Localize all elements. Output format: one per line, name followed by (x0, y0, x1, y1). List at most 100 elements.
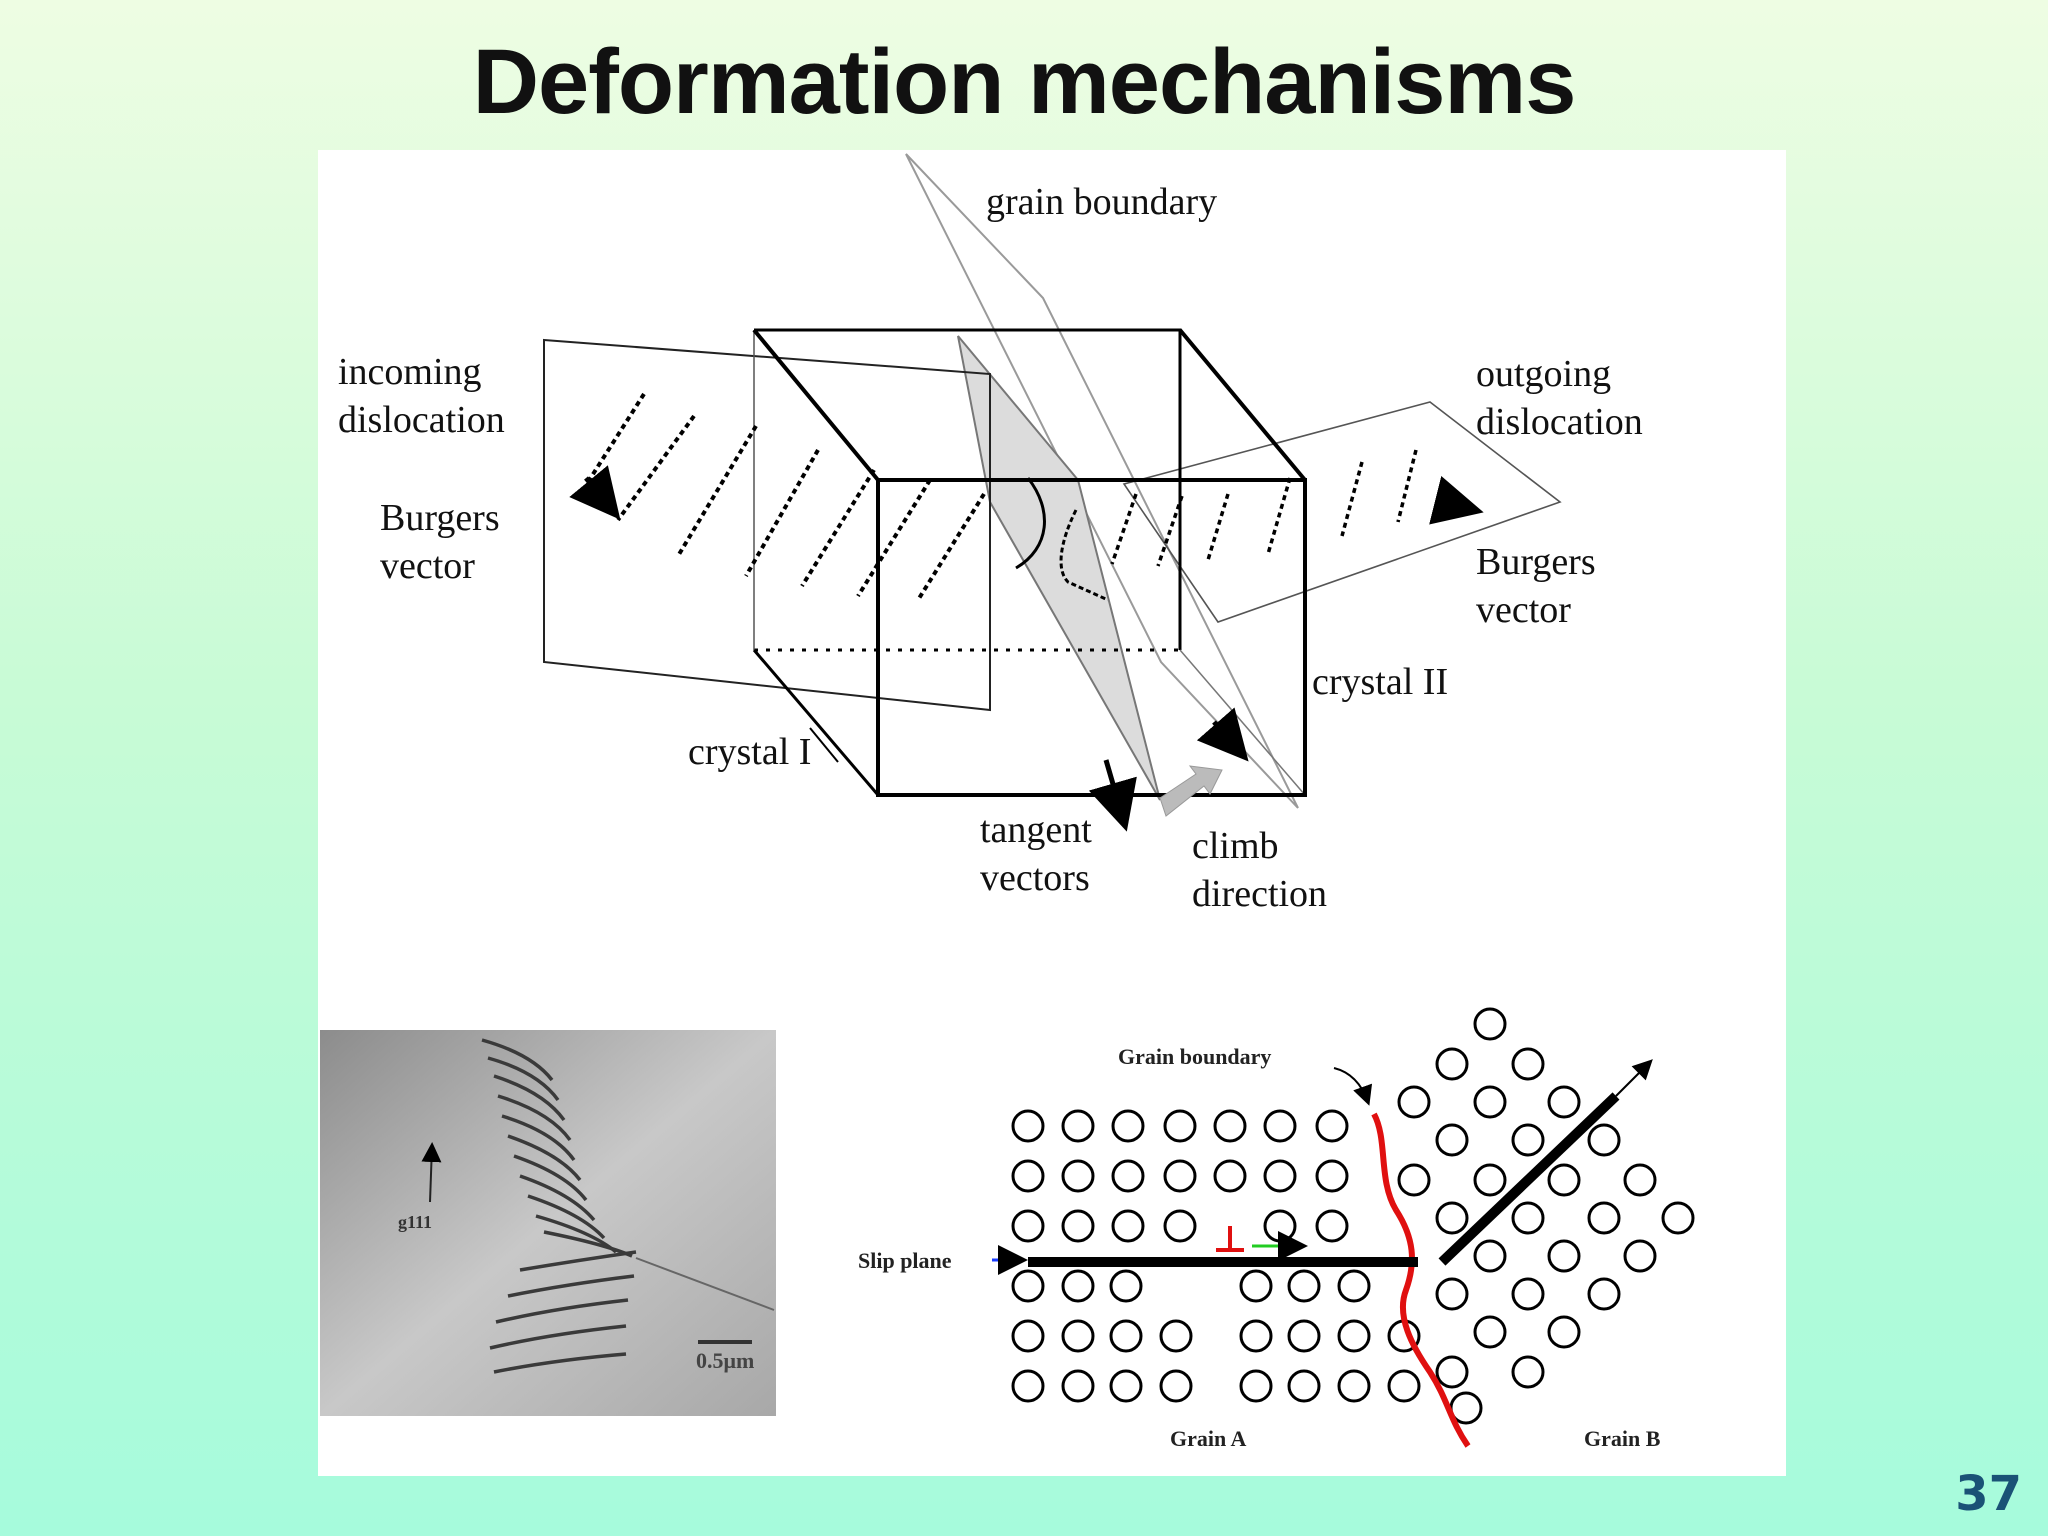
atom-circle (1397, 1085, 1431, 1119)
atom-circle (1111, 1209, 1145, 1243)
cube-edge-top-left (752, 328, 880, 482)
outgoing-slip-plane (1122, 401, 1562, 623)
tem-micrograph: g111 0.5μm (320, 1030, 776, 1416)
label-incoming: incoming (338, 351, 482, 393)
atom-circle (1011, 1109, 1045, 1143)
atom-circle (1473, 1315, 1507, 1349)
atom-circle (1473, 1239, 1507, 1273)
atom-circle (1239, 1369, 1273, 1403)
bicrystal-diagram: grain boundary incoming dislocation Burg… (338, 153, 1643, 915)
atom-circle (1435, 1277, 1469, 1311)
tangent-vector-arrow-1 (1088, 759, 1137, 832)
page-number: 37 (1955, 1466, 2022, 1522)
figure-panel: grain boundary incoming dislocation Burg… (318, 150, 1786, 1476)
cube-edge-top-right (1178, 328, 1307, 482)
atom-circle (1587, 1123, 1621, 1157)
atom-circle (1159, 1319, 1193, 1353)
atom-circle (1263, 1159, 1297, 1193)
atom-circle (1111, 1159, 1145, 1193)
atom-circle (1163, 1159, 1197, 1193)
atom-circle (1109, 1369, 1143, 1403)
figure-canvas: grain boundary incoming dislocation Burg… (320, 153, 1695, 1451)
atom-circle (1473, 1085, 1507, 1119)
atom-circle (1061, 1109, 1095, 1143)
atom-circle (1239, 1269, 1273, 1303)
atom-circle (1435, 1201, 1469, 1235)
crystal-1-leader (809, 727, 839, 763)
atom-circle (1109, 1269, 1143, 1303)
atom-circle (1511, 1123, 1545, 1157)
atom-circle (1061, 1159, 1095, 1193)
label-tangent: tangent (980, 809, 1092, 851)
atom-circle (1163, 1109, 1197, 1143)
atom-circle (1109, 1319, 1143, 1353)
tangent-vector-arrow-2 (1196, 707, 1249, 762)
outgoing-slip-line (1438, 1092, 1620, 1266)
outgoing-slip-arrow (1615, 1059, 1653, 1097)
atom-circle (1011, 1319, 1045, 1353)
atom-circle (1061, 1269, 1095, 1303)
dislocation-curve-2 (1059, 509, 1109, 602)
atom-circle (1397, 1163, 1431, 1197)
atom-circle (1587, 1201, 1621, 1235)
micrograph-g-arrow (421, 1142, 442, 1203)
atom-circle (1163, 1209, 1197, 1243)
atom-circle (1263, 1209, 1297, 1243)
atom-circle (1547, 1085, 1581, 1119)
incoming-slip-plane (543, 338, 991, 712)
atom-circle (1435, 1047, 1469, 1081)
label-burgers-left-vector: vector (380, 545, 475, 587)
label-grain-boundary-schematic: Grain boundary (1118, 1044, 1271, 1069)
atom-circle (1315, 1109, 1349, 1143)
atom-circle (1511, 1355, 1545, 1389)
label-incoming-dislocation: dislocation (338, 399, 505, 441)
atom-circle (1061, 1319, 1095, 1353)
label-outgoing-dislocation: dislocation (1476, 401, 1643, 443)
label-grain-boundary: grain boundary (986, 181, 1217, 223)
atom-circle (1011, 1209, 1045, 1243)
atom-circle (1061, 1209, 1095, 1243)
atom-circle (1547, 1315, 1581, 1349)
label-climb-direction: direction (1192, 873, 1327, 915)
atom-circle (1263, 1109, 1297, 1143)
grain-b-atoms (1397, 1007, 1695, 1425)
incoming-dislocation-lines (586, 392, 986, 602)
atom-circle (1337, 1269, 1371, 1303)
atom-circle (1511, 1047, 1545, 1081)
atom-circle (1435, 1355, 1469, 1389)
micrograph-fringes (481, 1038, 637, 1374)
atom-circle (1473, 1007, 1507, 1041)
atom-circle (1315, 1209, 1349, 1243)
grain-boundary-shaded-region (957, 335, 1161, 801)
atom-circle (1473, 1163, 1507, 1197)
atom-circle (1287, 1269, 1321, 1303)
atom-circle (1159, 1369, 1193, 1403)
dislocation-curve-1 (1015, 477, 1046, 570)
label-burgers-right: Burgers (1476, 541, 1596, 583)
label-burgers-left: Burgers (380, 497, 500, 539)
label-slip-plane: Slip plane (858, 1248, 952, 1273)
atom-circle (1547, 1163, 1581, 1197)
label-grain-b: Grain B (1584, 1426, 1661, 1451)
atom-circle (1011, 1159, 1045, 1193)
atom-circle (1239, 1319, 1273, 1353)
atom-circle (1011, 1269, 1045, 1303)
atom-circle (1547, 1239, 1581, 1273)
slip-transfer-schematic: Grain boundary Slip plane Grain A Grain … (858, 1007, 1695, 1451)
label-crystal-2: crystal II (1312, 661, 1448, 703)
grain-boundary-label-leader (1333, 1067, 1373, 1106)
micrograph-g-label: g111 (398, 1212, 432, 1232)
label-tangent-vectors: vectors (980, 857, 1090, 899)
atom-circle (1511, 1277, 1545, 1311)
atom-circle (1435, 1123, 1469, 1157)
atom-circle (1213, 1109, 1247, 1143)
atom-circle (1387, 1369, 1421, 1403)
burgers-vector-arrow-right (1429, 476, 1484, 525)
atom-circle (1287, 1319, 1321, 1353)
burgers-vector-arrow-left (569, 465, 621, 520)
label-grain-a: Grain A (1170, 1426, 1247, 1451)
atom-circle (1061, 1369, 1095, 1403)
label-outgoing: outgoing (1476, 353, 1611, 395)
cube-edge-bottom-left (752, 649, 880, 796)
atom-circle (1287, 1369, 1321, 1403)
